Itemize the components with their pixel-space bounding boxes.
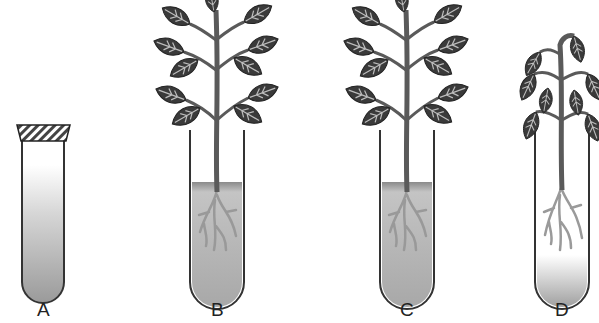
tube-label: C	[400, 299, 414, 320]
tube-label: D	[555, 299, 569, 320]
tube-label: B	[211, 299, 224, 320]
tube-label: A	[37, 299, 50, 320]
